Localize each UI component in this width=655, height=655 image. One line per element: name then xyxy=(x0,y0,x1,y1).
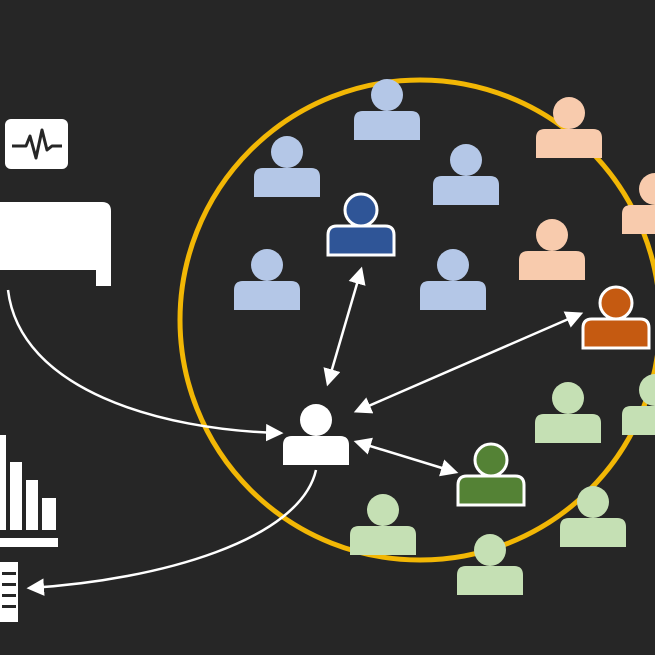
person-icon xyxy=(234,249,300,310)
document-icon xyxy=(0,562,18,622)
center-to-green-connector xyxy=(353,437,459,477)
person-icon-highlight-green xyxy=(456,442,526,507)
hospital-bed-icon xyxy=(0,202,111,286)
person-icon xyxy=(622,374,655,435)
person-icon-highlight-orange xyxy=(581,285,651,350)
person-icon xyxy=(535,382,601,443)
person-icon xyxy=(560,486,626,547)
person-icon xyxy=(350,494,416,555)
bed-to-person-connector xyxy=(6,289,284,442)
center-person-icon xyxy=(283,404,349,465)
bar-chart-icon xyxy=(0,435,58,547)
person-icon xyxy=(254,136,320,197)
center-to-orange-connector xyxy=(353,311,584,414)
person-icon xyxy=(519,219,585,280)
person-icon xyxy=(420,249,486,310)
person-icon xyxy=(433,144,499,205)
heartbeat-monitor-icon xyxy=(5,119,68,169)
person-icon-highlight-blue xyxy=(326,192,396,257)
person-icon xyxy=(536,97,602,158)
population-ring xyxy=(177,77,655,563)
person-to-document-connector xyxy=(26,469,318,596)
person-icon xyxy=(622,173,655,234)
center-to-blue-connector xyxy=(323,266,366,387)
